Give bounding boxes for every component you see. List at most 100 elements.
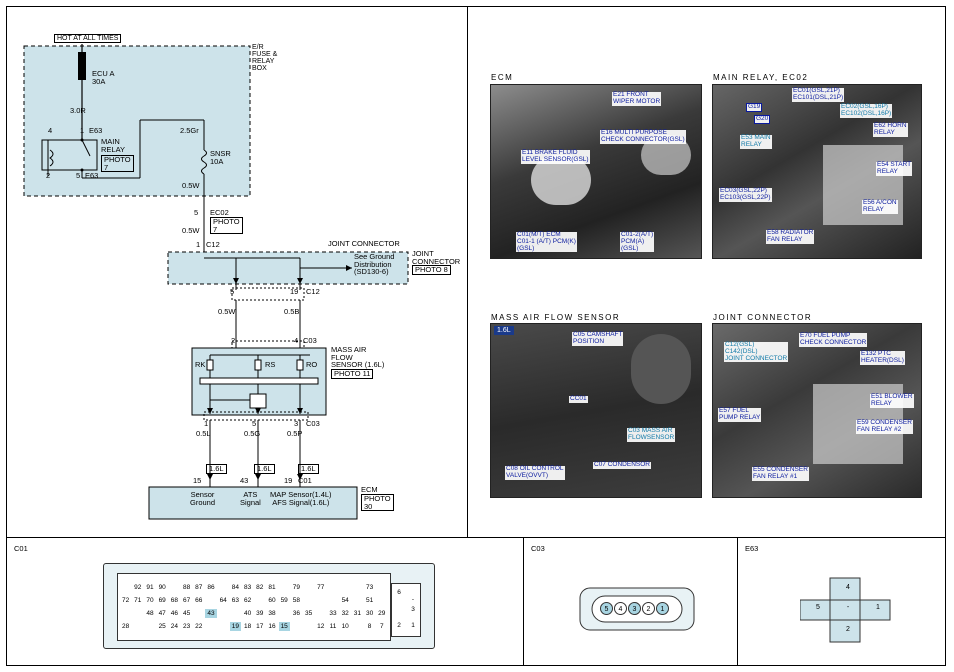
ground-reference: See Ground Distribution (SD130-6) [354, 252, 395, 276]
c01-pin [279, 609, 290, 618]
c01-pin: 36 [292, 610, 300, 617]
c01-pin: 77 [317, 584, 325, 591]
c01-pin [303, 583, 314, 592]
c01-pin: 60 [268, 597, 276, 604]
c01-pin [352, 583, 363, 592]
connector-divider-1 [523, 537, 524, 666]
label-16l-3: 1.6L [298, 464, 319, 474]
pin-1: 1 [80, 126, 85, 135]
c01-pin: 22 [195, 623, 203, 630]
fuse-snsr [201, 149, 207, 175]
c01-pin [315, 596, 326, 605]
c01-pin: 8 [367, 623, 372, 630]
e63-bot: E63 [85, 171, 99, 180]
c01-pin: 88 [182, 584, 191, 591]
wire-25gr: 2.5Gr [180, 126, 199, 135]
ecm-c01: C01 [298, 476, 312, 485]
c01-side-pin: 6 [397, 589, 401, 596]
c01-pin: 59 [280, 597, 288, 604]
c03-pin5: 5 [252, 419, 257, 428]
c01-pin [230, 609, 241, 618]
c01-pin: 16 [268, 623, 276, 630]
c01-pin [303, 622, 314, 631]
c01-pin [144, 622, 155, 631]
c01-pin: 70 [146, 597, 154, 604]
callout-g20: G20 [754, 115, 771, 124]
callout-c01-2: C01-2(A/T) PCM(A) (GSL) [620, 231, 655, 253]
c01-pin [352, 596, 363, 605]
e63-top: E63 [89, 126, 103, 135]
label-16l-2: 1.6L [254, 464, 275, 474]
horizontal-divider [6, 537, 946, 538]
c01-pin: 17 [256, 623, 264, 630]
wiring-schematic [23, 44, 409, 520]
callout-e59: E59 CONDENSER FAN RELAY #2 [856, 419, 913, 434]
c01-pin: 54 [341, 597, 349, 604]
c01-pin: 39 [256, 610, 264, 617]
c01-pin [352, 622, 363, 631]
page-frame [6, 6, 946, 666]
c01-pin: 33 [329, 610, 337, 617]
photo-ecm-caption: ECM [491, 73, 514, 82]
callout-e58: E58 RADIATOR FAN RELAY [766, 229, 815, 244]
c01-pin [120, 583, 131, 592]
rs-label: RS [265, 360, 276, 369]
callout-ec02: EC02(GSL,16P) EC102(DSL,16P) [840, 103, 893, 118]
c03-pin4: 4 [294, 336, 299, 345]
er-box-label: E/R FUSE & RELAY BOX [252, 44, 278, 72]
c01-pin: 51 [365, 597, 374, 604]
callout-c03: C03 MASS AIR FLOWSENSOR [627, 427, 676, 442]
hot-label: HOT AT ALL TIMES [54, 34, 122, 43]
c01-title: C01 [14, 544, 28, 553]
callout-c12: C12(GSL) C142(DSL) JOINT CONNECTOR [724, 341, 789, 363]
c01-pin: 43 [205, 609, 217, 618]
c01-pin: 46 [170, 610, 178, 617]
c01-side-pin: 2 [397, 622, 401, 629]
c01-pin: 67 [182, 597, 191, 604]
c03-bot: C03 [306, 419, 320, 428]
wire-05g: 0.5G [244, 429, 261, 438]
callout-c01-ecm: C01(M/T) ECM C01-1 (A/T) PCM(K) (GSL) [516, 231, 577, 253]
fuse-snsr-label: SNSR 10A [210, 149, 231, 166]
ec02-label: EC02 [210, 208, 229, 217]
c01-pin: 92 [134, 584, 142, 591]
callout-ec03: EC03(GSL,22P) EC103(GSL,22P) [719, 187, 772, 202]
joint-connector-side: JOINT CONNECTOR [412, 249, 461, 266]
c01-pin: 63 [231, 597, 239, 604]
c01-pin: 7 [379, 623, 384, 630]
c01-pin [132, 622, 143, 631]
callout-e21: E21 FRONT WIPER MOTOR [612, 91, 662, 106]
c12-label: C12 [206, 240, 220, 249]
c01-pin: 40 [243, 610, 252, 617]
c01-pin: 15 [278, 622, 290, 631]
c01-pin: 68 [170, 597, 178, 604]
c01-pin [132, 609, 143, 618]
callout-e56: E56 A/CON RELAY [862, 199, 898, 214]
pin-2: 2 [46, 171, 51, 180]
photo-joint-caption: JOINT CONNECTOR [713, 313, 813, 322]
callout-c07: C07 CONDENSOR [593, 461, 651, 469]
e63-pin: - [846, 604, 850, 611]
e63-connector [800, 577, 891, 643]
callout-e55: E55 CONDENSER FAN RELAY #1 [752, 466, 809, 481]
c01-pin [340, 583, 351, 592]
c01-pin [254, 596, 265, 605]
c01-pin: 79 [292, 584, 300, 591]
wire-30r: 3.0R [70, 106, 86, 115]
c01-pin: 86 [207, 584, 215, 591]
fuse-ecu-a [78, 52, 86, 80]
c01-pin [315, 609, 326, 618]
e63-pin: 4 [846, 584, 850, 591]
c01-pin [218, 583, 229, 592]
c03-pin: 3 [628, 602, 641, 615]
c01-pin: 32 [341, 610, 349, 617]
e63-pin: 5 [816, 604, 820, 611]
ec02-pin: 5 [194, 208, 199, 217]
ecm-map-signal: MAP Sensor(1.4L) AFS Signal(1.6L) [270, 490, 332, 507]
c03-pin: 4 [614, 602, 627, 615]
c01-side-pin: 1 [411, 622, 415, 629]
c01-pin: 19 [229, 622, 241, 631]
c01-pin: 38 [268, 610, 276, 617]
ecm-photo: PHOTO 30 [361, 494, 394, 511]
rk-label: RK [195, 360, 206, 369]
